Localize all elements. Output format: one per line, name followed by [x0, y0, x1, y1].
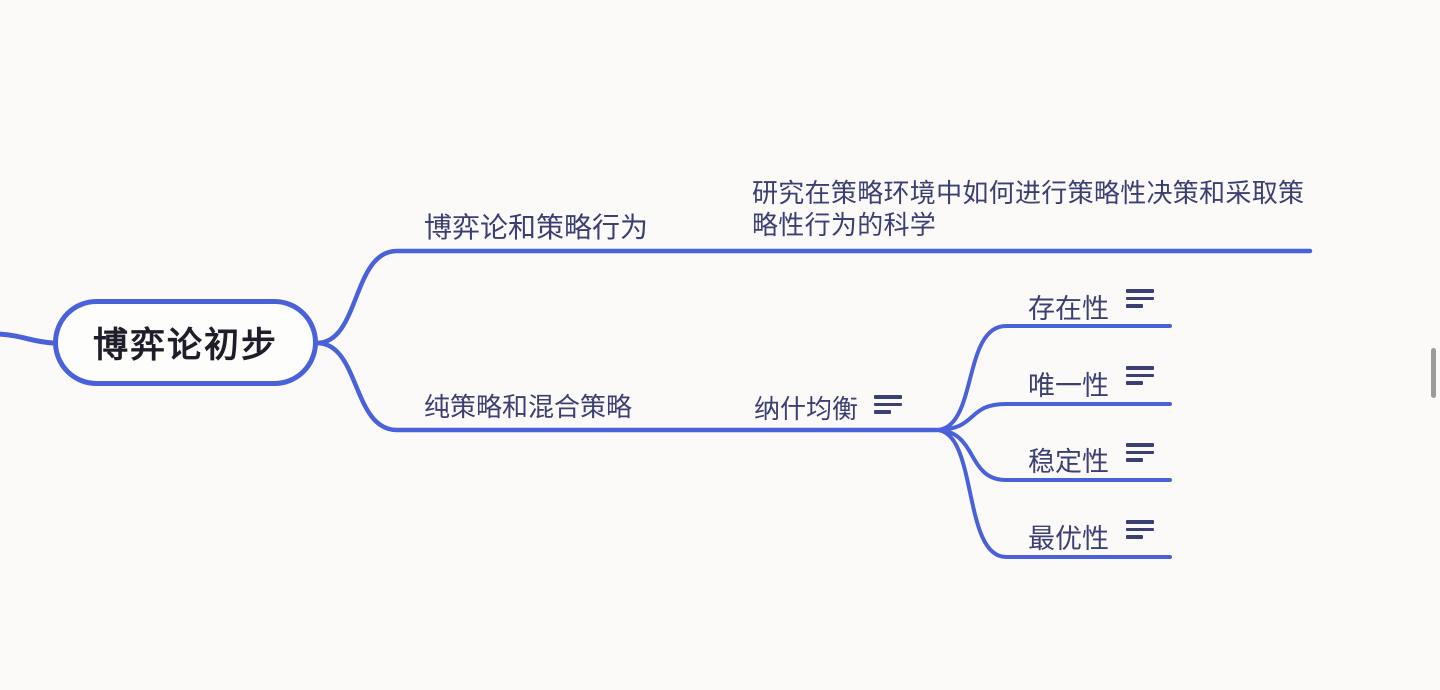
notes-icon[interactable] — [1126, 289, 1154, 308]
topic-uniqueness[interactable]: 唯一性 — [1028, 371, 1109, 401]
notes-icon[interactable] — [1126, 366, 1154, 385]
topic-existence[interactable]: 存在性 — [1028, 294, 1109, 324]
branch-line-stability — [934, 428, 1172, 482]
branch-line-pure-mixed-strategy — [314, 340, 939, 433]
notes-icon[interactable] — [1126, 520, 1154, 539]
topic-pure-and-mixed-strategies[interactable]: 纯策略和混合策略 — [424, 392, 633, 422]
topic-nash-equilibrium[interactable]: 纳什均衡 — [754, 394, 859, 424]
root-topic-label: 博弈论初步 — [92, 326, 278, 365]
notes-icon[interactable] — [874, 395, 902, 414]
offscreen-parent-connector-line — [0, 331, 56, 346]
topic-game-theory-and-strategic-behavior[interactable]: 博弈论和策略行为 — [424, 212, 649, 243]
branch-line-uniqueness — [934, 402, 1172, 432]
root-topic[interactable]: 博弈论初步 — [53, 299, 318, 386]
topic-stability[interactable]: 稳定性 — [1028, 447, 1109, 477]
topic-optimality[interactable]: 最优性 — [1028, 524, 1109, 554]
branch-line-existence — [934, 324, 1172, 432]
branch-line-optimality — [934, 428, 1172, 559]
notes-icon[interactable] — [1126, 443, 1154, 462]
branch-line-game-theory-behavior — [314, 248, 1313, 346]
topic-game-theory-definition[interactable]: 研究在策略环境中如何进行策略性决策和采取策略性行为的科学 — [752, 178, 1305, 240]
vertical-scrollbar-thumb[interactable] — [1431, 348, 1436, 398]
